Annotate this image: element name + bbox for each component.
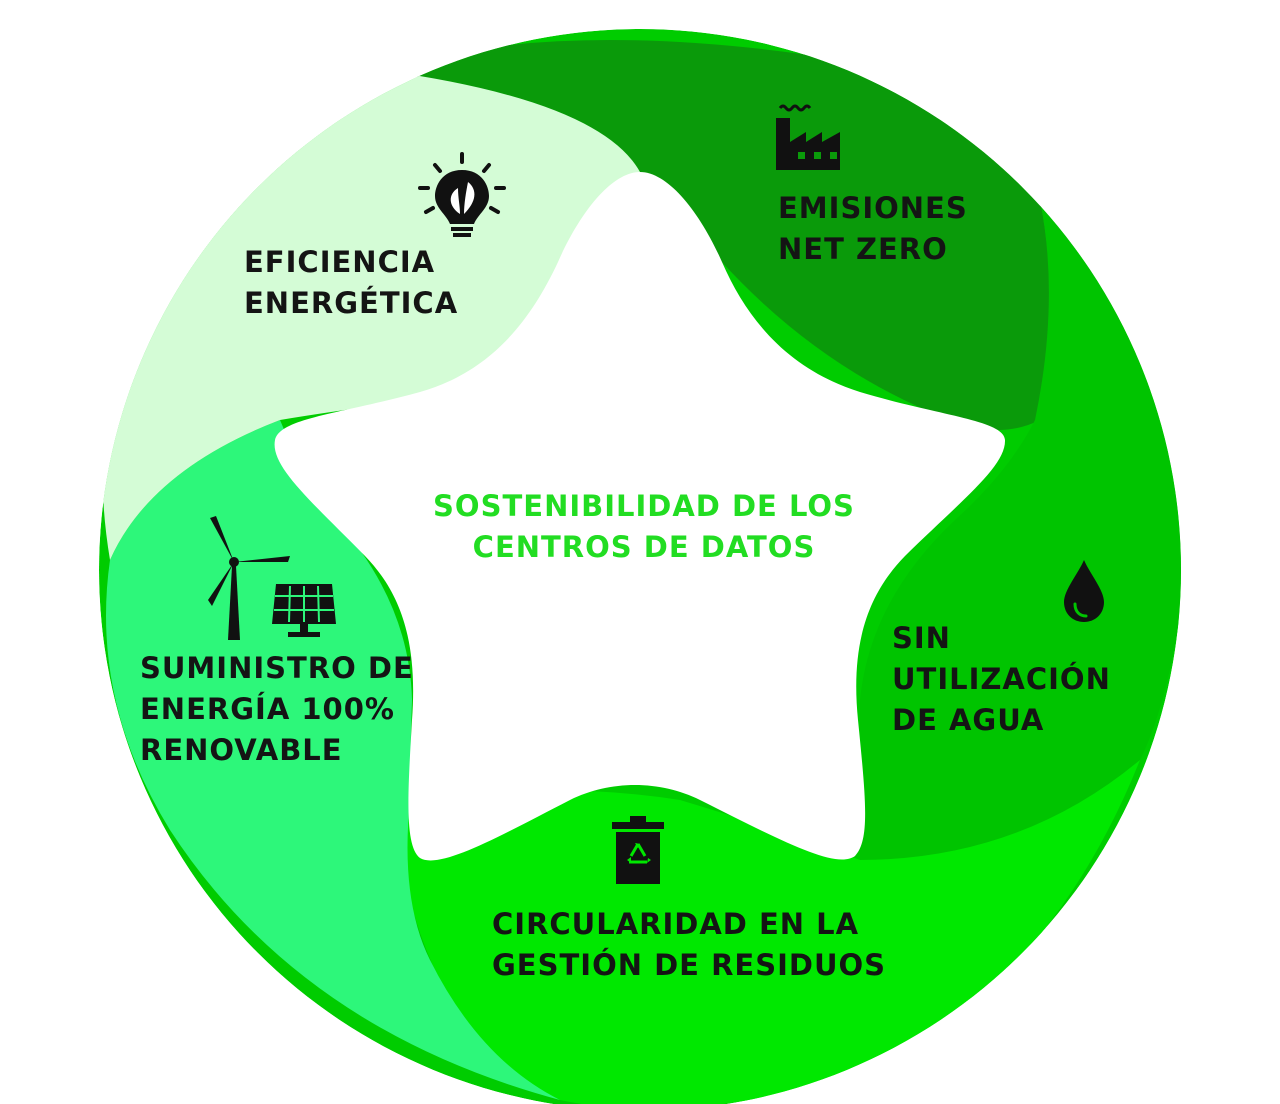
- segment-emisiones: [380, 40, 1050, 430]
- label-emisiones-line2: NET ZERO: [778, 232, 948, 266]
- center-title-line2: CENTROS DE DATOS: [472, 530, 816, 564]
- label-emisiones: EMISIONES NET ZERO: [778, 188, 968, 270]
- center-title-line1: SOSTENIBILIDAD DE LOS: [433, 489, 855, 523]
- label-agua: SIN UTILIZACIÓN DE AGUA: [892, 618, 1111, 741]
- label-agua-line1: SIN: [892, 621, 951, 655]
- label-eficiencia-line1: EFICIENCIA: [244, 245, 436, 279]
- center-star: [274, 172, 1006, 861]
- wind-turbine-solar-panel-icon: [208, 516, 336, 640]
- center-title: SOSTENIBILIDAD DE LOS CENTROS DE DATOS: [384, 486, 904, 568]
- factory-icon: [776, 104, 840, 170]
- label-residuos: CIRCULARIDAD EN LA GESTIÓN DE RESIDUOS: [492, 904, 886, 986]
- label-renovable: SUMINISTRO DE ENERGÍA 100% RENOVABLE: [140, 648, 414, 771]
- label-eficiencia: EFICIENCIA ENERGÉTICA: [244, 242, 458, 324]
- label-agua-line2: UTILIZACIÓN: [892, 662, 1111, 696]
- label-residuos-line2: GESTIÓN DE RESIDUOS: [492, 948, 887, 982]
- label-renovable-line3: RENOVABLE: [140, 733, 343, 767]
- label-renovable-line2: ENERGÍA 100%: [140, 692, 395, 726]
- segment-residuos: [405, 760, 1140, 1104]
- label-emisiones-line1: EMISIONES: [778, 191, 968, 225]
- segment-agua: [860, 200, 1181, 860]
- lightbulb-leaf-icon: [418, 152, 506, 237]
- water-drop-icon: [1064, 560, 1104, 622]
- label-residuos-line1: CIRCULARIDAD EN LA: [492, 907, 860, 941]
- recycle-bin-icon: [612, 816, 664, 884]
- label-renovable-line1: SUMINISTRO DE: [140, 651, 414, 685]
- label-eficiencia-line2: ENERGÉTICA: [244, 286, 459, 320]
- label-agua-line3: DE AGUA: [892, 703, 1045, 737]
